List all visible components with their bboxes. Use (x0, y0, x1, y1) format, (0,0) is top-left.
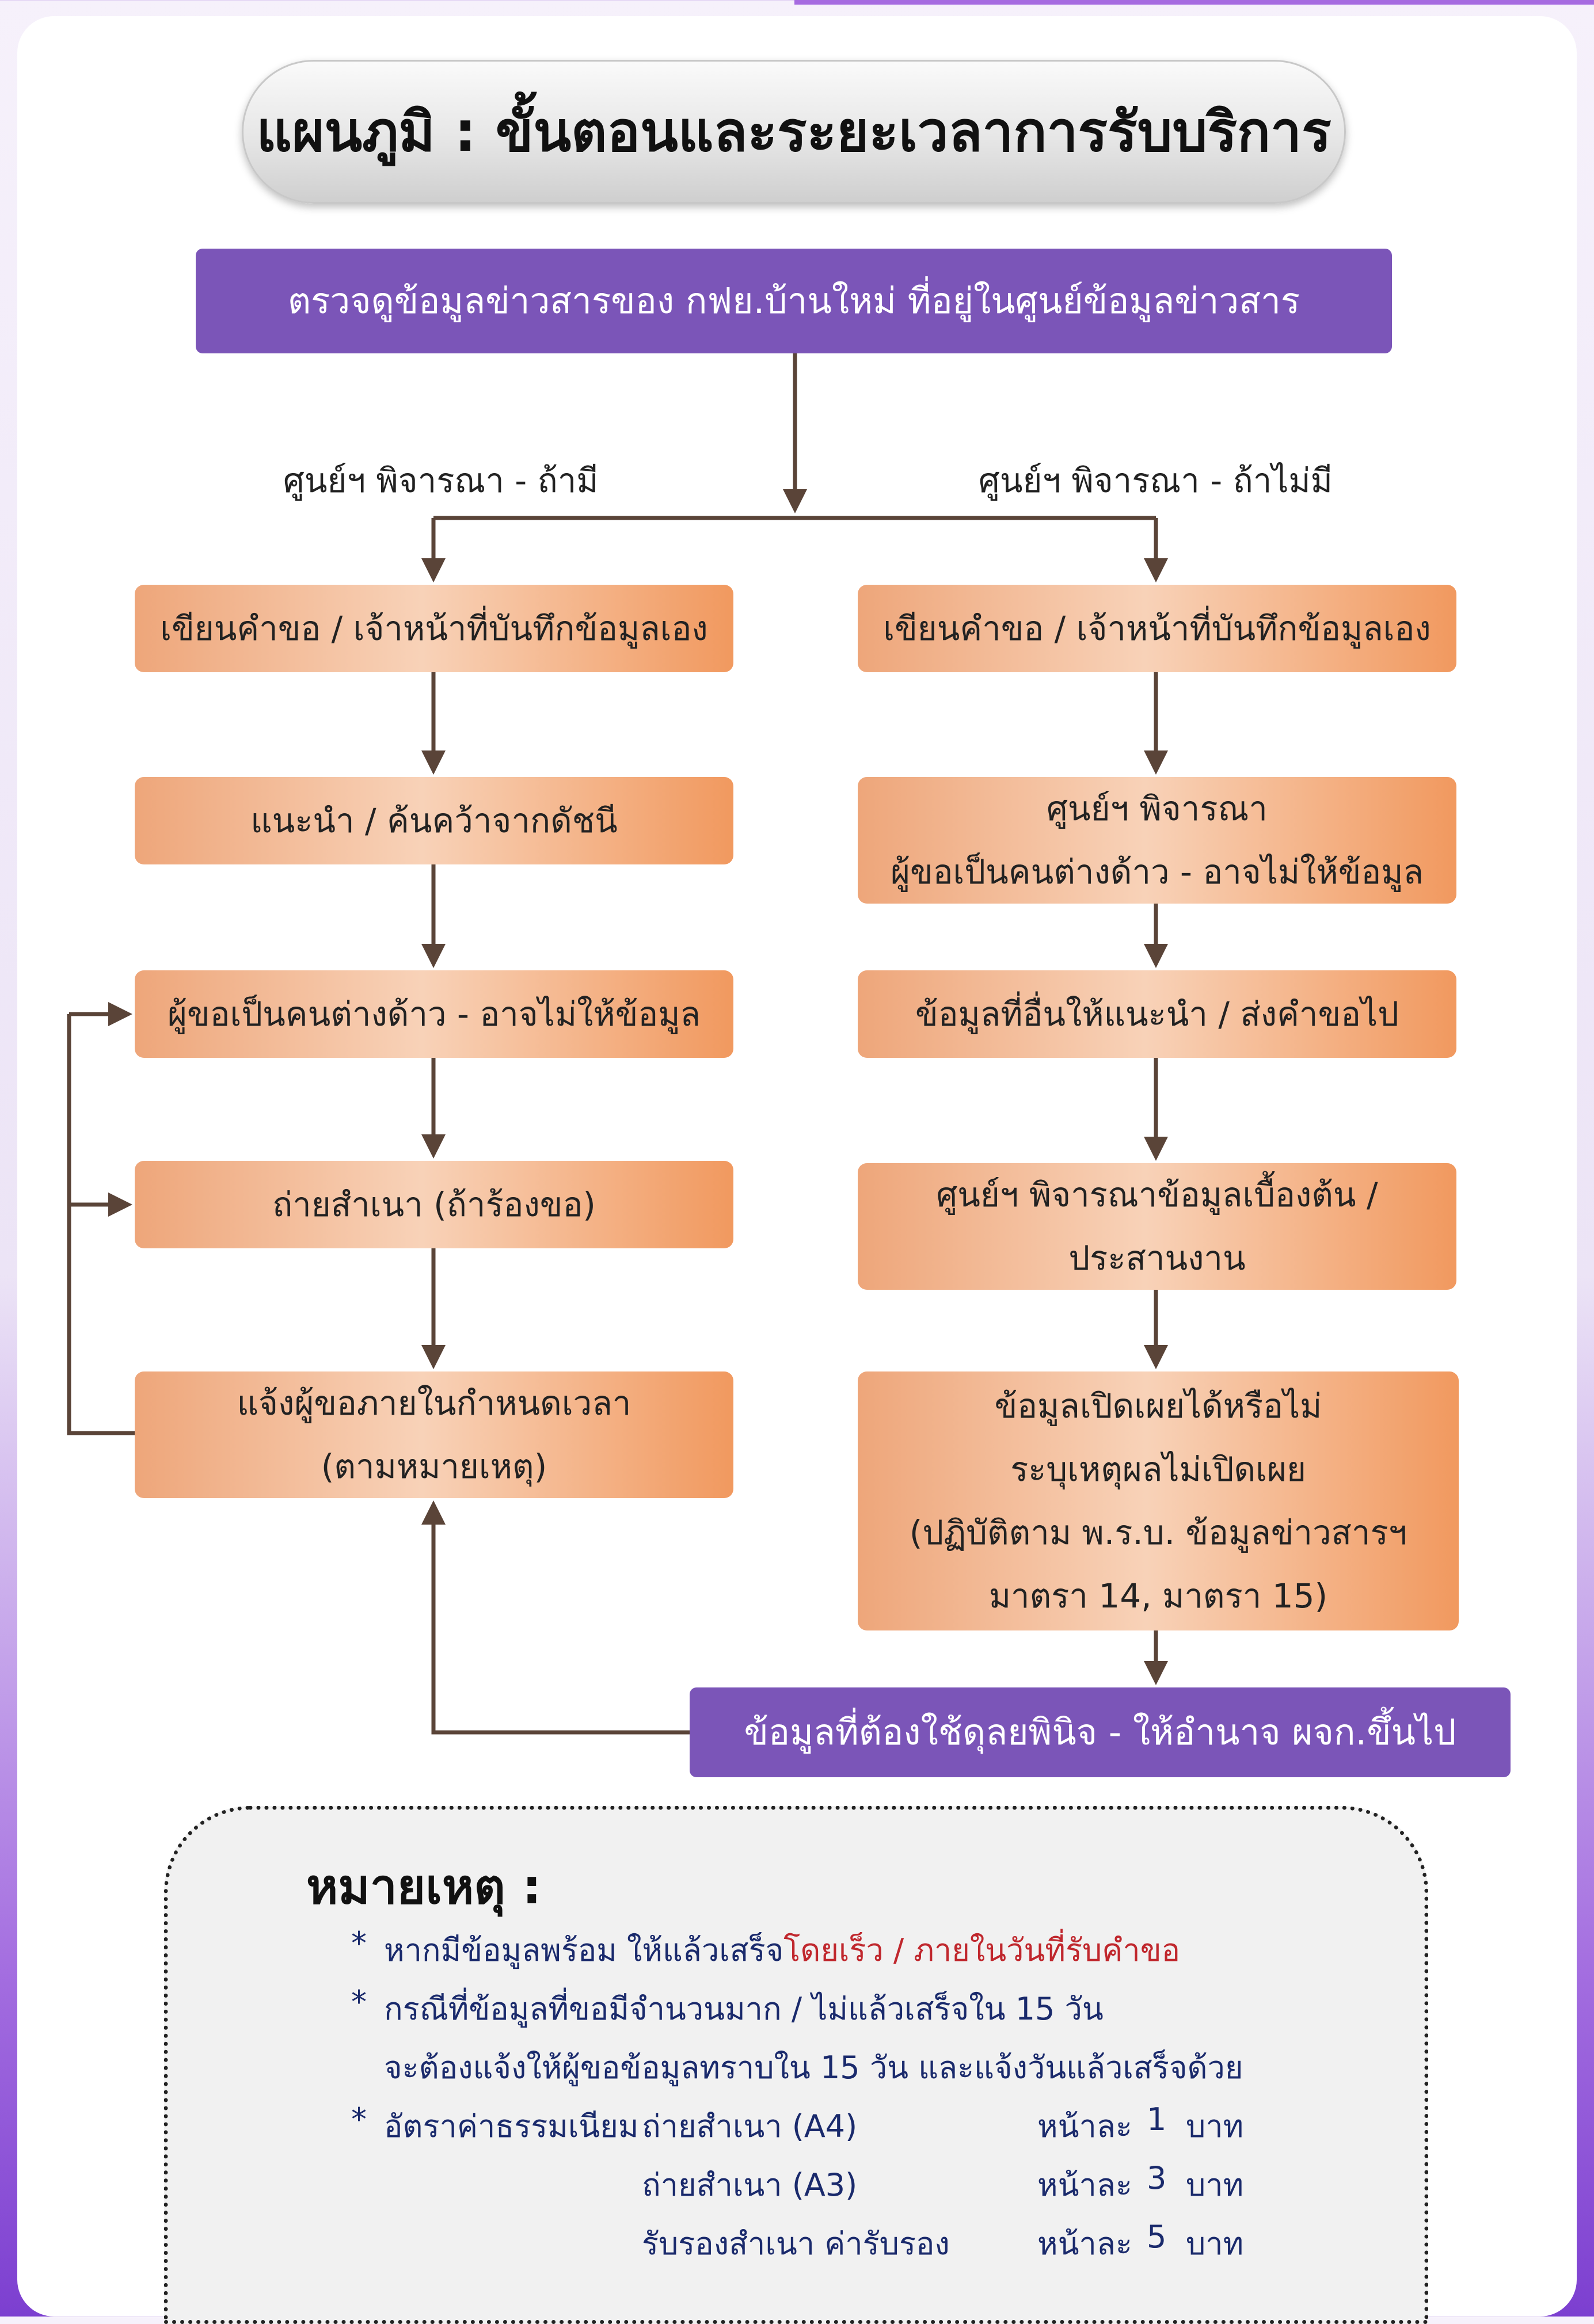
note-line-3: จะต้องแจ้งให้ผู้ขอข้อมูลทราบใน 15 วัน แล… (384, 2049, 1243, 2086)
step-line: ศูนย์ฯ พิจารณาข้อมูลเบื้องต้น / (936, 1175, 1378, 1214)
bullet: * (351, 2101, 367, 2138)
left-step-2: แนะนำ / ค้นคว้าจากดัชนี (135, 777, 733, 864)
fee-label: อัตราค่าธรรมเนียม (384, 2108, 639, 2144)
branch-label-right: ศูนย์ฯ พิจารณา - ถ้าไม่มี (979, 461, 1333, 500)
bullet: * (351, 1984, 367, 2020)
step-line: ประสานงาน (1068, 1239, 1246, 1278)
right-step-5: ข้อมูลเปิดเผยได้หรือไม่ ระบุเหตุผลไม่เปิ… (858, 1371, 1459, 1630)
arrow-discretion-to-left-5 (421, 1500, 690, 1735)
step-line: ข้อมูลเปิดเผยได้หรือไม่ (994, 1386, 1322, 1426)
note-line-1: หากมีข้อมูลพร้อม ให้แล้วเสร็จโดยเร็ว / ภ… (384, 1925, 1180, 1975)
step-line: ระบุเหตุผลไม่เปิดเผย (1010, 1449, 1306, 1489)
page-title: แผนภูมิ : ขั้นตอนและระยะเวลาการรับบริการ (242, 60, 1346, 204)
right-step-4: ศูนย์ฯ พิจารณาข้อมูลเบื้องต้น / ประสานงา… (858, 1163, 1456, 1290)
step-line: เขียนคำขอ / เจ้าหน้าที่บันทึกข้อมูลเอง (883, 608, 1431, 648)
bullet: * (351, 1925, 367, 1961)
note-title: หมายเหตุ : (306, 1858, 542, 1915)
fee-per: หน้าละ (1037, 2167, 1132, 2203)
step-line: ผู้ขอเป็นคนต่างด้าว - อาจไม่ให้ข้อมูล (168, 994, 701, 1034)
note-line-2: กรณีที่ข้อมูลที่ขอมีจำนวนมาก / ไม่แล้วเส… (384, 1991, 1104, 2027)
step-line: แจ้งผู้ขอภายในกำหนดเวลา (237, 1383, 631, 1423)
step-line: แนะนำ / ค้นคว้าจากดัชนี (250, 801, 618, 840)
fee-per: หน้าละ (1037, 2108, 1132, 2144)
start-box: ตรวจดูข้อมูลข่าวสารของ กฟย.บ้านใหม่ ที่อ… (196, 249, 1392, 353)
discretion-box: ข้อมูลที่ต้องใช้ดุลยพินิจ - ให้อำนาจ ผจก… (690, 1687, 1511, 1777)
fee-item-certify: รับรองสำเนา ค่ารับรอง (642, 2226, 950, 2262)
fee-amount: 5 (1147, 2219, 1167, 2255)
fee-unit: บาท (1186, 2226, 1244, 2262)
branch-label-left: ศูนย์ฯ พิจารณา - ถ้ามี (283, 461, 599, 500)
left-step-5: แจ้งผู้ขอภายในกำหนดเวลา (ตามหมายเหตุ) (135, 1371, 733, 1498)
step-line: (ตามหมายเหตุ) (321, 1447, 547, 1486)
note-line-1-text: หากมีข้อมูลพร้อม ให้แล้วเสร็จ (384, 1932, 784, 1968)
fee-amount: 1 (1147, 2101, 1167, 2138)
fee-item-a3: ถ่ายสำเนา (A3) (642, 2167, 858, 2203)
loop-line (67, 1014, 135, 1435)
left-step-3: ผู้ขอเป็นคนต่างด้าว - อาจไม่ให้ข้อมูล (135, 970, 733, 1058)
step-line: เขียนคำขอ / เจ้าหน้าที่บันทึกข้อมูลเอง (160, 608, 708, 648)
step-line: มาตรา 14, มาตรา 15) (988, 1576, 1328, 1616)
left-step-4: ถ่ายสำเนา (ถ้าร้องขอ) (135, 1161, 733, 1248)
step-line: (ปฏิบัติตาม พ.ร.บ. ข้อมูลข่าวสารฯ (909, 1513, 1407, 1552)
right-step-3: ข้อมูลที่อื่นให้แนะนำ / ส่งคำขอไป (858, 970, 1456, 1058)
step-line: ศูนย์ฯ พิจารณา (1047, 788, 1268, 828)
fee-unit: บาท (1186, 2108, 1244, 2144)
left-step-1: เขียนคำขอ / เจ้าหน้าที่บันทึกข้อมูลเอง (135, 585, 733, 672)
top-accent-bar (794, 0, 1594, 5)
step-line: ถ่ายสำเนา (ถ้าร้องขอ) (272, 1184, 596, 1224)
right-step-1: เขียนคำขอ / เจ้าหน้าที่บันทึกข้อมูลเอง (858, 585, 1456, 672)
fee-unit: บาท (1186, 2167, 1244, 2203)
fee-amount: 3 (1147, 2160, 1167, 2196)
fee-per: หน้าละ (1037, 2226, 1132, 2262)
fee-item-a4: ถ่ายสำเนา (A4) (642, 2108, 858, 2144)
step-line: ผู้ขอเป็นคนต่างด้าว - อาจไม่ให้ข้อมูล (891, 852, 1424, 891)
note-line-1-highlight: โดยเร็ว / ภายในวันที่รับคำขอ (783, 1932, 1181, 1968)
right-step-2: ศูนย์ฯ พิจารณา ผู้ขอเป็นคนต่างด้าว - อาจ… (858, 777, 1456, 904)
step-line: ข้อมูลที่อื่นให้แนะนำ / ส่งคำขอไป (915, 994, 1399, 1034)
note-panel: หมายเหตุ : * หากมีข้อมูลพร้อม ให้แล้วเสร… (164, 1806, 1428, 2324)
